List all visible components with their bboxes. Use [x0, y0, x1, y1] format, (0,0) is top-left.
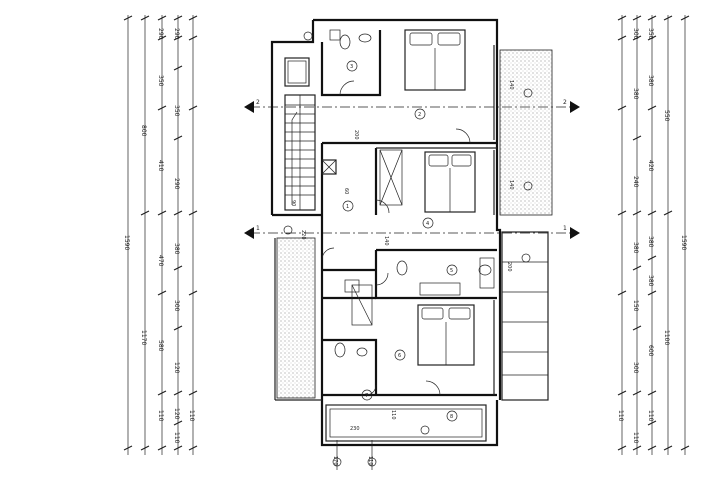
left-dimension-chain: 1590 1170 800 290 350 410 470 580 290 35… — [123, 15, 198, 455]
room-marker-3: 3 — [346, 60, 358, 72]
room-markers: 2 1 4 5 3 6 7 8 — [342, 60, 458, 422]
left-mid-dim-4: 470 — [157, 255, 164, 267]
left-bottom-dim-3: 110 — [173, 432, 180, 444]
opening-labels: 140 140 60 140 200 90 110 220 200 — [290, 80, 514, 420]
left-total-dim: 1590 — [123, 235, 130, 250]
right-mid-dim-2: 380 — [647, 75, 654, 87]
section-marker-lower-right: 1 — [563, 225, 580, 239]
left-inner-dim-3: 290 — [173, 178, 180, 190]
svg-text:7: 7 — [365, 393, 368, 399]
opening-dim-7: 110 — [390, 410, 396, 420]
right-bottom-dim-3: 110 — [632, 432, 639, 444]
interior-walls — [320, 30, 497, 397]
right-inner-dim-2: 380 — [632, 88, 639, 100]
bed-lower — [417, 304, 475, 366]
right-dimension-chain: 1590 1100 550 350 380 420 380 380 600 30… — [617, 15, 690, 455]
svg-text:1: 1 — [346, 204, 349, 210]
terrace-lower-right — [501, 231, 549, 401]
opening-dim-9: 200 — [506, 262, 512, 272]
right-inner-dim-4: 380 — [632, 242, 639, 254]
left-bottom-dim-1: 110 — [157, 410, 164, 422]
svg-text:5: 5 — [450, 268, 453, 274]
left-inner-dim-7: 120 — [173, 408, 180, 420]
wardrobes — [351, 149, 403, 326]
left-inner-dim-4: 380 — [173, 243, 180, 255]
room-marker-8: 8 — [446, 410, 458, 422]
right-inner-dim-5: 150 — [632, 300, 639, 312]
left-mid-dim-1: 290 — [157, 28, 164, 40]
outer-walls — [270, 18, 502, 447]
left-inner-dim-6: 120 — [173, 362, 180, 374]
left-outer-dim-2: 800 — [140, 125, 147, 137]
opening-dim-2: 140 — [508, 180, 514, 190]
opening-dim-8: 220 — [300, 230, 306, 240]
right-ticks — [617, 15, 690, 451]
left-outer-dim-1: 1170 — [140, 330, 147, 345]
right-total-dim: 1590 — [680, 235, 687, 250]
staircase — [284, 94, 316, 211]
left-mid-dim-3: 410 — [157, 160, 164, 172]
right-inner-dim-3: 240 — [632, 176, 639, 188]
svg-text:1: 1 — [256, 225, 260, 232]
section-marker-upper-left: 2 — [244, 99, 260, 113]
room-marker-5: 5 — [446, 264, 458, 276]
svg-text:2: 2 — [418, 112, 421, 118]
room-marker-7: 7 — [361, 389, 373, 401]
right-mid-dim-3: 420 — [647, 160, 654, 172]
utility-shaft — [284, 57, 337, 175]
svg-text:6: 6 — [398, 353, 401, 359]
room-marker-1: 1 — [342, 200, 354, 212]
opening-dim-1: 140 — [508, 80, 514, 90]
right-outer-dim-1: 1100 — [663, 330, 670, 345]
svg-text:1: 1 — [563, 225, 567, 232]
section-marker-upper-right: 2 — [563, 99, 580, 113]
opening-dim-4: 140 — [383, 236, 389, 246]
left-inner-dim-5: 300 — [173, 300, 180, 312]
svg-text:4: 4 — [426, 221, 429, 227]
terrace-lower-left — [276, 237, 316, 399]
room-marker-4: 4 — [422, 217, 434, 229]
svg-text:2: 2 — [256, 99, 260, 106]
svg-text:3: 3 — [350, 64, 353, 70]
bottom-dim-stubs: 170 110 230 — [332, 426, 373, 470]
right-mid-dim-4: 380 — [647, 236, 654, 248]
terrace-upper-right — [499, 49, 553, 216]
left-inner-dim-2: 350 — [173, 105, 180, 117]
svg-text:8: 8 — [450, 414, 453, 420]
bathroom-fixtures — [329, 29, 495, 358]
bottom-balcony — [325, 404, 487, 442]
left-bottom-dim-2: 110 — [188, 410, 195, 422]
room-marker-6: 6 — [394, 349, 406, 361]
right-mid-dim-1: 350 — [647, 28, 654, 40]
opening-dim-6: 90 — [290, 200, 296, 206]
left-mid-dim-2: 350 — [157, 75, 164, 87]
section-marker-lower-left: 1 — [244, 225, 260, 239]
bottom-dim-1: 170 — [332, 456, 338, 466]
opening-dim-3: 60 — [343, 188, 349, 194]
door-swings — [321, 80, 471, 396]
bed-middle — [424, 151, 476, 213]
right-inner-dim-6: 300 — [632, 362, 639, 374]
left-ticks — [123, 15, 198, 451]
right-bottom-dim-1: 110 — [617, 410, 624, 422]
right-outer-dim-2: 550 — [663, 110, 670, 122]
right-bottom-dim-2: 110 — [647, 410, 654, 422]
bottom-dim-3: 230 — [350, 426, 360, 432]
right-inner-dim-1: 300 — [632, 28, 639, 40]
opening-dim-5: 200 — [353, 130, 359, 140]
bed-upper — [404, 29, 466, 91]
room-marker-2: 2 — [414, 108, 426, 120]
right-mid-dim-5: 380 — [647, 275, 654, 287]
svg-text:2: 2 — [563, 99, 567, 106]
bottom-dim-2: 110 — [367, 456, 373, 466]
left-inner-dim-1: 290 — [173, 28, 180, 40]
left-mid-dim-5: 580 — [157, 340, 164, 352]
right-mid-dim-6: 600 — [647, 345, 654, 357]
